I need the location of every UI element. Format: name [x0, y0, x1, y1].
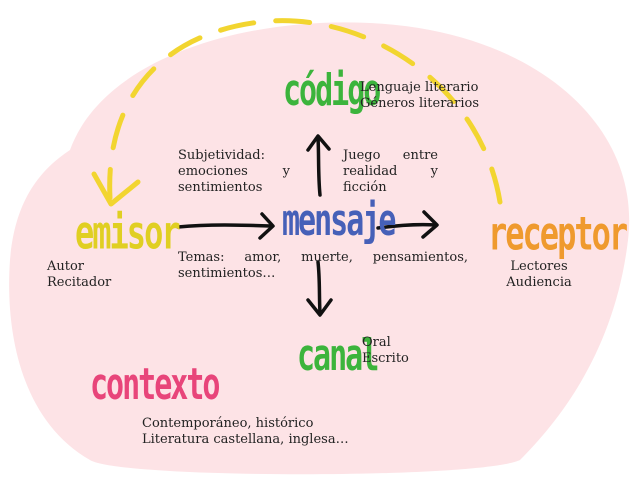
arc-arrowhead: [91, 171, 141, 207]
subjetividad-note-2: emociones y: [178, 164, 290, 179]
contexto-note-2: Literatura castellana, inglesa…: [142, 432, 349, 447]
canal-note-2: Escrito: [362, 351, 409, 366]
arrow-mensaje-codigo: [316, 136, 322, 197]
arrow-mensaje-receptor-head: [421, 210, 439, 239]
node-contexto: contexto: [90, 360, 220, 411]
emisor-notes: Autor Recitador: [47, 259, 111, 291]
arrow-mensaje-codigo-head: [306, 134, 331, 152]
codigo-notes: Lenguaje literario Géneros literarios: [360, 80, 479, 112]
subjetividad-notes: Subjetividad: emociones y sentimientos: [178, 148, 290, 196]
temas-note-2: sentimientos…: [178, 266, 276, 281]
receptor-notes: Lectores Audiencia: [500, 259, 578, 291]
node-emisor: emisor: [75, 205, 181, 261]
juego-note-2: realidad y: [343, 164, 438, 179]
arrow-mensaje-canal-head: [306, 298, 333, 317]
emisor-note-2: Recitador: [47, 275, 112, 290]
codigo-note-1: Lenguaje literario: [360, 80, 479, 95]
subjetividad-note-1: Subjetividad:: [178, 148, 265, 163]
contexto-notes: Contemporáneo, histórico Literatura cast…: [142, 416, 349, 448]
canal-notes: Oral Escrito: [362, 335, 409, 367]
node-canal: canal: [297, 331, 379, 382]
canal-note-1: Oral: [362, 335, 391, 350]
receptor-note-1: Lectores: [510, 259, 568, 274]
emisor-note-1: Autor: [47, 259, 85, 274]
arrow-emisor-mensaje-head: [258, 212, 275, 240]
subjetividad-note-3: sentimientos: [178, 180, 263, 195]
node-codigo: código: [283, 66, 381, 117]
temas-notes: Temas: amor, muerte, pensamientos, senti…: [178, 250, 468, 282]
juego-note-1: Juego entre: [343, 148, 438, 163]
codigo-note-2: Géneros literarios: [360, 96, 480, 111]
arrow-mensaje-receptor: [376, 222, 438, 230]
arrow-emisor-mensaje: [176, 223, 274, 229]
temas-note-1: Temas: amor, muerte, pensamientos,: [178, 250, 468, 265]
node-mensaje: mensaje: [282, 196, 396, 247]
juego-notes: Juego entre realidad y ficción: [343, 148, 438, 196]
contexto-note-1: Contemporáneo, histórico: [142, 416, 314, 431]
node-receptor: receptor: [488, 206, 628, 262]
juego-note-3: ficción: [343, 180, 387, 195]
arrow-mensaje-canal: [316, 260, 322, 315]
receptor-note-2: Audiencia: [506, 275, 572, 290]
